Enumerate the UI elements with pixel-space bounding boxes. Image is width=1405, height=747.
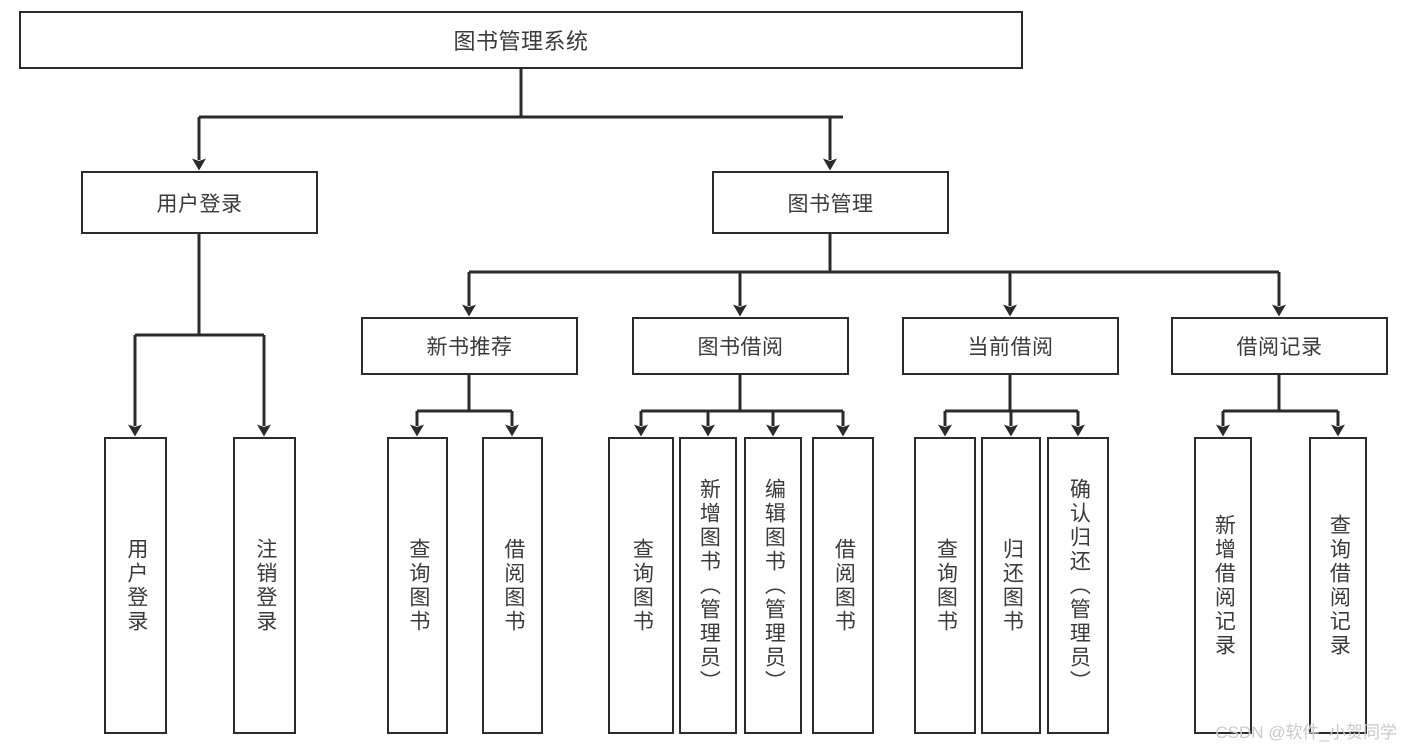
- node-current-borrow[interactable]: 当前借阅: [902, 317, 1119, 375]
- node-book-borrow-label: 图书借阅: [697, 336, 784, 359]
- node-leaf-logout[interactable]: 注销登录: [233, 437, 296, 734]
- node-leaf-add-record[interactable]: 新增借阅记录: [1194, 437, 1252, 734]
- node-leaf-query-book-2-label: 查询图书: [630, 537, 654, 634]
- node-leaf-query-record-label: 查询借阅记录: [1327, 513, 1351, 658]
- node-leaf-query-book-1[interactable]: 查询图书: [387, 437, 448, 734]
- node-leaf-user-login-label: 用户登录: [124, 537, 148, 634]
- node-new-book-rec-label: 新书推荐: [426, 336, 513, 359]
- node-current-borrow-label: 当前借阅: [967, 336, 1054, 359]
- node-new-book-rec[interactable]: 新书推荐: [361, 317, 578, 375]
- node-root[interactable]: 图书管理系统: [19, 11, 1023, 69]
- node-borrow-record-label: 借阅记录: [1236, 336, 1323, 359]
- node-leaf-edit-book-label: 编辑图书（管理员）: [762, 477, 786, 694]
- node-root-label: 图书管理系统: [453, 29, 589, 54]
- node-leaf-confirm-return-label: 确认归还（管理员）: [1067, 477, 1091, 694]
- node-leaf-add-record-label: 新增借阅记录: [1212, 513, 1236, 658]
- node-leaf-return-book[interactable]: 归还图书: [981, 437, 1041, 734]
- node-user-login-label: 用户登录: [156, 192, 243, 216]
- node-leaf-borrow-book-1-label: 借阅图书: [501, 537, 525, 634]
- node-leaf-logout-label: 注销登录: [253, 537, 277, 634]
- node-leaf-user-login[interactable]: 用户登录: [104, 437, 167, 734]
- node-leaf-borrow-book-2[interactable]: 借阅图书: [812, 437, 874, 734]
- node-leaf-return-book-label: 归还图书: [1000, 537, 1024, 634]
- node-book-manage[interactable]: 图书管理: [712, 171, 949, 234]
- node-leaf-query-book-2[interactable]: 查询图书: [608, 437, 674, 734]
- node-leaf-add-book-label: 新增图书（管理员）: [697, 477, 721, 694]
- node-leaf-edit-book[interactable]: 编辑图书（管理员）: [744, 437, 802, 734]
- node-leaf-query-book-3-label: 查询图书: [934, 537, 958, 634]
- node-book-borrow[interactable]: 图书借阅: [632, 317, 849, 375]
- node-leaf-query-book-1-label: 查询图书: [406, 537, 430, 634]
- node-book-manage-label: 图书管理: [787, 192, 874, 216]
- node-borrow-record[interactable]: 借阅记录: [1171, 317, 1388, 375]
- node-user-login[interactable]: 用户登录: [81, 171, 318, 234]
- node-leaf-borrow-book-1[interactable]: 借阅图书: [482, 437, 543, 734]
- node-leaf-borrow-book-2-label: 借阅图书: [832, 537, 856, 634]
- node-leaf-confirm-return[interactable]: 确认归还（管理员）: [1047, 437, 1109, 734]
- node-leaf-query-book-3[interactable]: 查询图书: [914, 437, 976, 734]
- node-leaf-add-book[interactable]: 新增图书（管理员）: [679, 437, 737, 734]
- node-leaf-query-record[interactable]: 查询借阅记录: [1309, 437, 1367, 734]
